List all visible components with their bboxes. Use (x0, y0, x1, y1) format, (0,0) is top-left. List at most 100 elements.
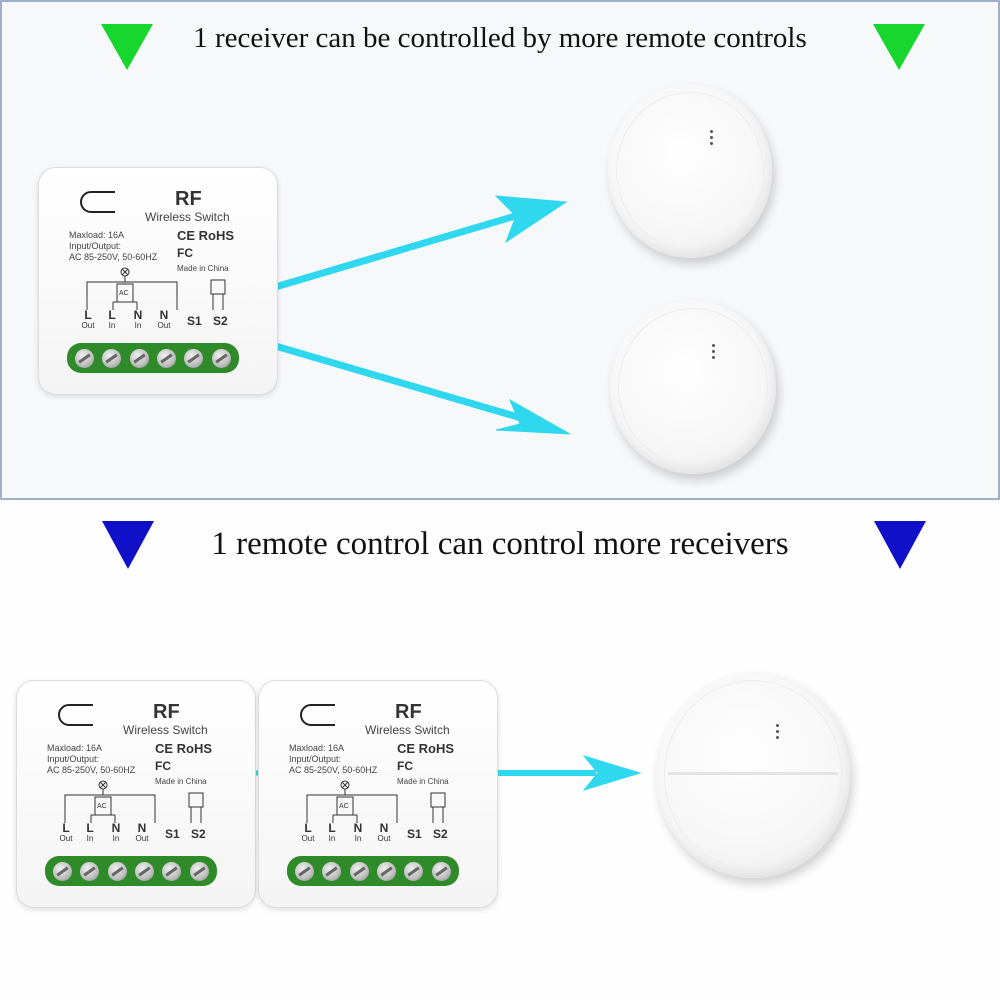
ce-rohs-mark: CE RoHS (155, 741, 213, 756)
voltage-spec: AC 85-250V, 50-60HZ (289, 765, 378, 775)
terminal-letter: N (353, 821, 363, 835)
terminal-strip (45, 856, 217, 886)
fc-mark: FC (155, 759, 171, 773)
terminal-strip (287, 856, 459, 886)
screw-icon (189, 861, 209, 881)
triangle-down-icon (101, 24, 153, 70)
terminal-sub: In (328, 834, 336, 843)
terminal-sub: Out (157, 321, 171, 330)
screw-icon (184, 348, 204, 368)
brand-label: RF (175, 188, 202, 210)
button-divider (668, 772, 838, 775)
bottom-headline: 1 remote control can control more receiv… (211, 526, 789, 562)
screw-icon (80, 861, 100, 881)
triangle-down-icon (874, 521, 926, 569)
terminal-sub: In (86, 834, 94, 843)
fc-mark: FC (177, 246, 193, 260)
terminal-letter: L (304, 821, 312, 835)
switch-terminal-label: S1 (187, 314, 202, 328)
ce-rohs-mark: CE RoHS (397, 741, 455, 756)
screw-icon (107, 861, 127, 881)
ac-label: AC (119, 290, 129, 297)
terminal-letter: N (379, 821, 389, 835)
triangle-down-icon (102, 521, 154, 569)
voltage-spec: AC 85-250V, 50-60HZ (69, 252, 158, 262)
switch-terminal-label: S2 (191, 827, 206, 841)
terminal-strip (67, 343, 239, 373)
screw-icon (162, 861, 182, 881)
product-subtitle: Wireless Switch (145, 210, 230, 224)
receiver-module: RF Wireless Switch Maxload: 16A Input/Ou… (16, 680, 256, 908)
screw-icon (377, 861, 397, 881)
receiver-module: RF Wireless Switch Maxload: 16A Input/Ou… (258, 680, 498, 908)
made-in-label: Made in China (177, 264, 229, 273)
remote-ring (664, 680, 842, 870)
indicator-dots-icon (776, 724, 780, 739)
io-spec: Input/Output: (289, 754, 342, 764)
brand-logo-icon (80, 191, 115, 213)
screw-icon (53, 861, 73, 881)
screw-icon (211, 348, 231, 368)
triangle-down-icon (873, 24, 925, 70)
screw-icon (295, 861, 315, 881)
wiring-diagram (64, 780, 204, 823)
remote-ring (616, 92, 764, 250)
ac-label: AC (339, 803, 349, 810)
terminal-letter: L (62, 821, 70, 835)
terminal-sub: In (112, 834, 120, 843)
terminal-sub: Out (301, 834, 315, 843)
indicator-dots-icon (712, 344, 716, 359)
maxload-spec: Maxload: 16A (47, 743, 103, 753)
switch-terminal-label: S2 (213, 314, 228, 328)
terminal-sub: In (354, 834, 362, 843)
terminal-sub: Out (59, 834, 73, 843)
screw-icon (431, 861, 451, 881)
screw-icon (102, 348, 122, 368)
ce-rohs-mark: CE RoHS (177, 228, 235, 243)
terminal-letter: N (111, 821, 121, 835)
indicator-dots-icon (710, 130, 714, 145)
switch-terminal-label: S1 (407, 827, 422, 841)
product-subtitle: Wireless Switch (123, 723, 208, 737)
terminal-sub: Out (377, 834, 391, 843)
terminal-letter: L (84, 308, 92, 322)
terminal-letter: N (133, 308, 143, 322)
remote-control (608, 84, 772, 258)
screw-icon (404, 861, 424, 881)
made-in-label: Made in China (397, 777, 449, 786)
terminal-sub: In (134, 321, 142, 330)
ac-label: AC (97, 803, 107, 810)
screw-icon (75, 348, 95, 368)
maxload-spec: Maxload: 16A (289, 743, 345, 753)
screw-icon (322, 861, 342, 881)
remote-control (656, 672, 850, 878)
terminal-sub: Out (135, 834, 149, 843)
brand-label: RF (153, 701, 180, 723)
remote-control (610, 300, 776, 474)
terminal-letter: L (108, 308, 116, 322)
io-spec: Input/Output: (47, 754, 100, 764)
screw-icon (349, 861, 369, 881)
terminal-letter: N (159, 308, 169, 322)
wiring-diagram (86, 267, 226, 310)
receiver-module: RF Wireless Switch Maxload: 16A Input/Ou… (38, 167, 278, 395)
screw-icon (157, 348, 177, 368)
product-subtitle: Wireless Switch (365, 723, 450, 737)
io-spec: Input/Output: (69, 241, 122, 251)
brand-label: RF (395, 701, 422, 723)
terminal-letter: N (137, 821, 147, 835)
top-headline: 1 receiver can be controlled by more rem… (193, 22, 807, 54)
terminal-letter: L (328, 821, 336, 835)
terminal-sub: In (108, 321, 116, 330)
made-in-label: Made in China (155, 777, 207, 786)
